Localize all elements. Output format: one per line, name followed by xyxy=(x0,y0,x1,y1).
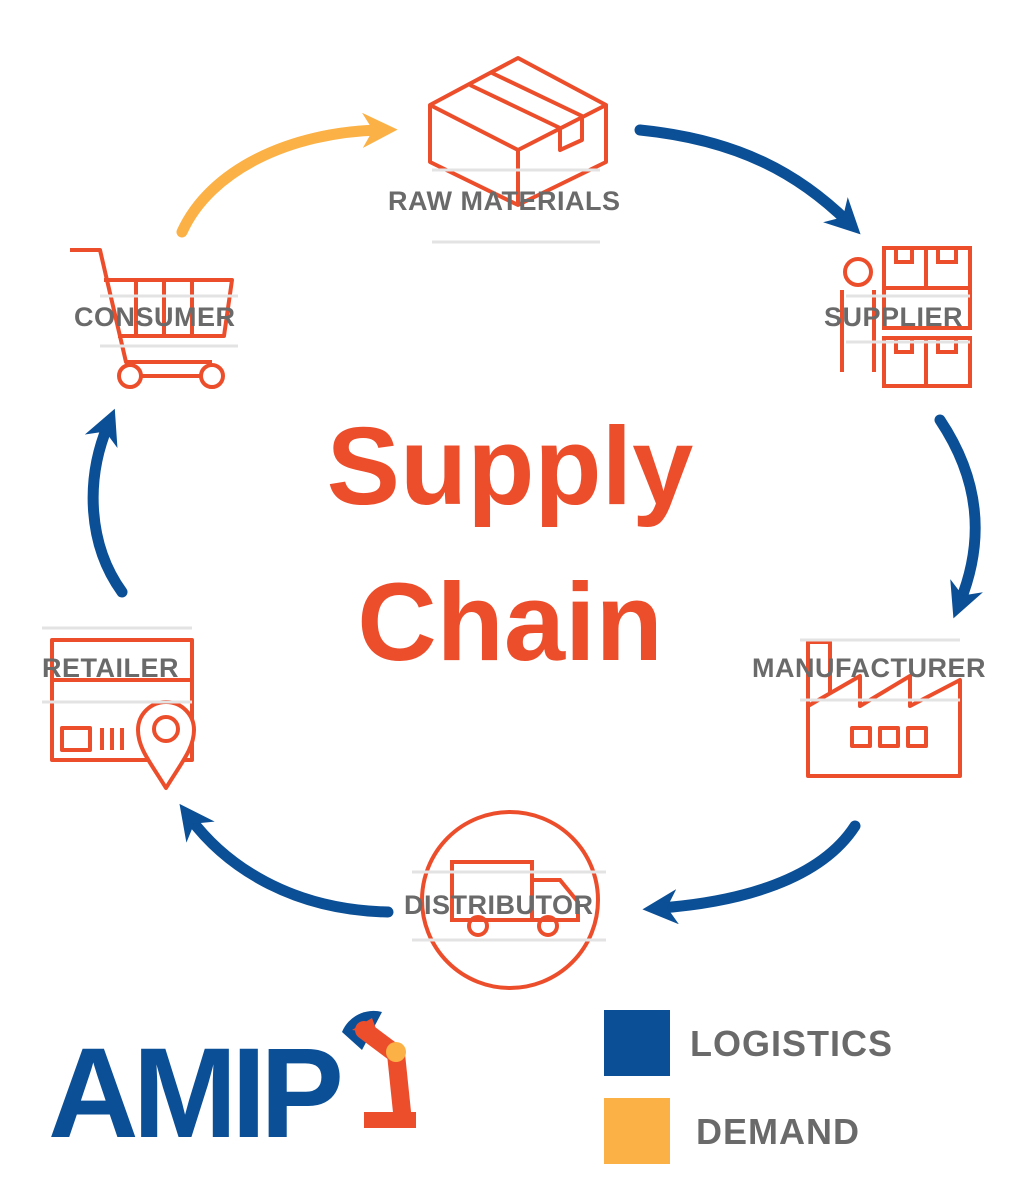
node-label-raw-materials: RAW MATERIALS xyxy=(388,186,621,216)
factory-icon xyxy=(806,640,962,778)
legend-label-demand: DEMAND xyxy=(696,1111,860,1152)
amip-logo-text: AMIP xyxy=(48,1022,344,1165)
robot-arm-icon xyxy=(342,1010,416,1128)
legend-label-logistics: LOGISTICS xyxy=(690,1023,894,1064)
logistics-arrow-retailer-to-consumer xyxy=(84,408,128,598)
logistics-arrow-distributor-to-retailer xyxy=(179,803,394,918)
node-label-supplier: SUPPLIER xyxy=(824,302,964,332)
legend-swatch-logistics xyxy=(604,1010,670,1076)
title-line-2: Chain xyxy=(357,561,663,684)
truck-icon xyxy=(420,810,600,990)
shopping-cart-icon xyxy=(70,248,234,389)
legend-swatch-demand xyxy=(604,1098,670,1164)
title-line-1: Supply xyxy=(326,405,694,528)
box-icon xyxy=(428,56,608,207)
logistics-arrow-raw-to-supplier xyxy=(634,124,861,235)
node-label-consumer: CONSUMER xyxy=(74,302,236,332)
node-label-manufacturer: MANUFACTURER xyxy=(752,653,986,683)
logistics-arrow-manufacturer-to-distributor xyxy=(642,820,861,925)
amip-logo: AMIP xyxy=(48,1030,344,1158)
node-label-distributor: DISTRIBUTOR xyxy=(404,890,594,920)
supplier-boxes-icon xyxy=(840,246,972,388)
label-divider-lines xyxy=(42,168,970,942)
node-label-retailer: RETAILER xyxy=(42,653,179,683)
logistics-arrow-supplier-to-manufacturer xyxy=(934,414,983,619)
store-location-icon xyxy=(50,638,196,790)
demand-arrow xyxy=(176,112,398,238)
